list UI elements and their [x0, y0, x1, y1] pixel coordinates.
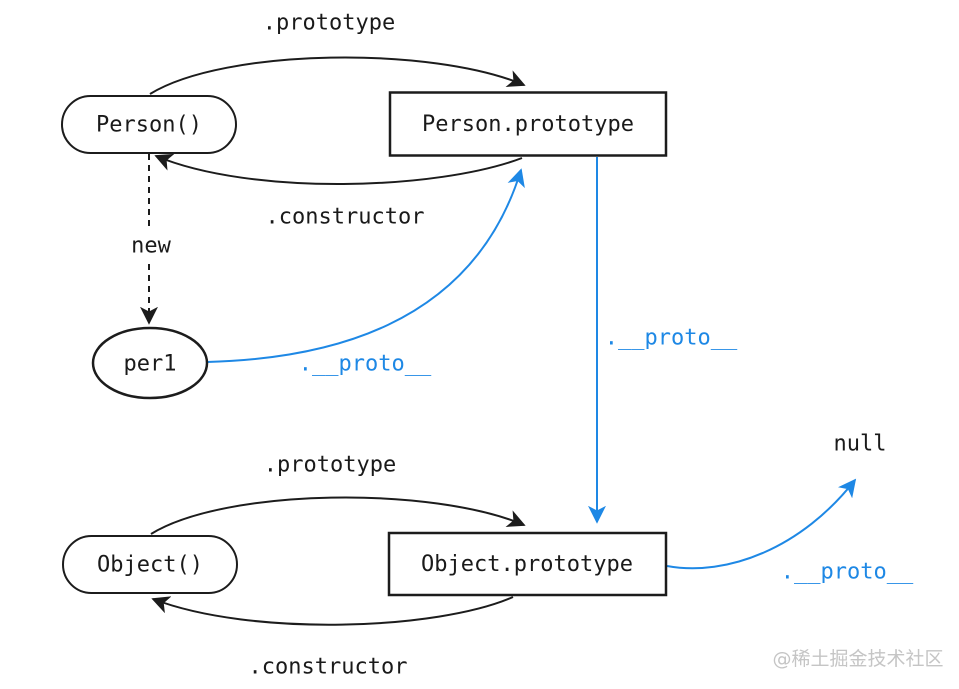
node-per1-shape [91, 326, 209, 400]
node-person-fn-label: Person() [96, 113, 202, 138]
node-null-label: null [834, 432, 887, 457]
node-person-prototype: Person.prototype [388, 91, 668, 157]
node-object-prototype-shape [387, 531, 668, 597]
node-per1: per1 [91, 326, 209, 400]
node-object-prototype-label: Object.prototype [421, 552, 633, 577]
edge-label-personproto-proto: .__proto__ [605, 326, 738, 351]
node-person-fn-shape [61, 95, 237, 154]
node-person-fn: Person() [61, 95, 237, 154]
node-person-prototype-label: Person.prototype [422, 112, 634, 137]
edge-label-person-prototype: .prototype [263, 11, 395, 36]
edge-person-prototype [149, 56, 526, 95]
edge-label-per1-proto: .__proto__ [299, 352, 432, 377]
edge-object-prototype [150, 496, 526, 535]
edge-label-new: new [131, 234, 171, 259]
node-object-fn-label: Object() [97, 553, 203, 578]
node-per1-label: per1 [124, 352, 177, 377]
edge-label-objectproto-proto: .__proto__ [781, 560, 914, 585]
node-person-prototype-shape [388, 91, 668, 157]
node-object-fn-shape [62, 535, 238, 594]
watermark: @稀土掘金技术社区 [772, 648, 943, 670]
edge-person-constructor [154, 153, 523, 185]
new-label-background [124, 231, 178, 261]
edge-label-person-constructor: .constructor [266, 205, 425, 230]
edge-object-constructor [151, 596, 514, 626]
edge-label-object-prototype: .prototype [264, 453, 396, 478]
edge-objectproto-proto [666, 478, 857, 570]
node-object-fn: Object() [62, 535, 238, 594]
edge-per1-proto [206, 168, 525, 363]
node-object-prototype: Object.prototype [387, 531, 668, 597]
edge-label-object-constructor: .constructor [249, 655, 408, 680]
